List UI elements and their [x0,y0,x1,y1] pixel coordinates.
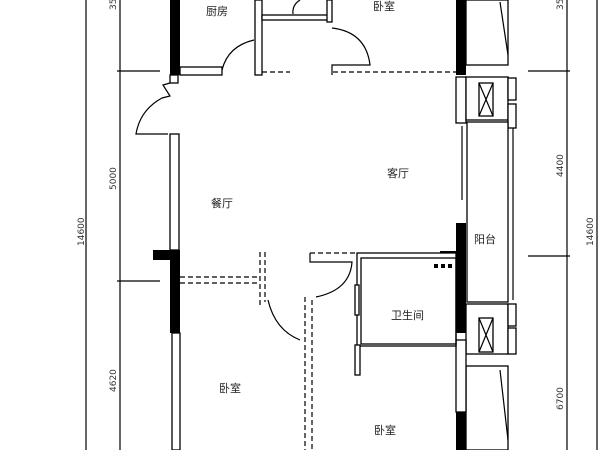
dim-left-top: 35 [109,0,119,10]
dim-left-middle: 5000 [109,167,119,190]
room-label-balcony: 阳台 [474,232,496,246]
dimension-lines-left [85,0,160,450]
dim-left-bottom: 4620 [109,369,119,392]
dim-right-total: 14600 [586,217,596,246]
bathroom-walls [304,252,457,450]
dim-right-top: 35 [556,0,566,10]
room-label-bathroom: 卫生间 [391,308,424,322]
room-label-dining-room: 餐厅 [211,196,233,210]
dim-left-total: 14600 [77,217,87,246]
room-label-bedroom-bottom-right: 卧室 [374,423,396,437]
dim-right-bottom: 6700 [556,387,566,410]
room-label-bedroom-bottom-left: 卧室 [219,381,241,395]
room-label-kitchen: 厨房 [206,5,228,18]
kitchen-walls [221,0,331,76]
dining-bedroom-walls [180,252,301,341]
top-bedroom-walls [326,0,466,75]
dim-right-middle: 4400 [556,154,566,177]
walls-right [440,0,517,450]
room-label-bedroom-top: 卧室 [373,0,395,13]
walls-left [135,0,223,450]
dimension-lines-right [528,0,598,450]
room-label-living-room: 客厅 [387,166,409,180]
